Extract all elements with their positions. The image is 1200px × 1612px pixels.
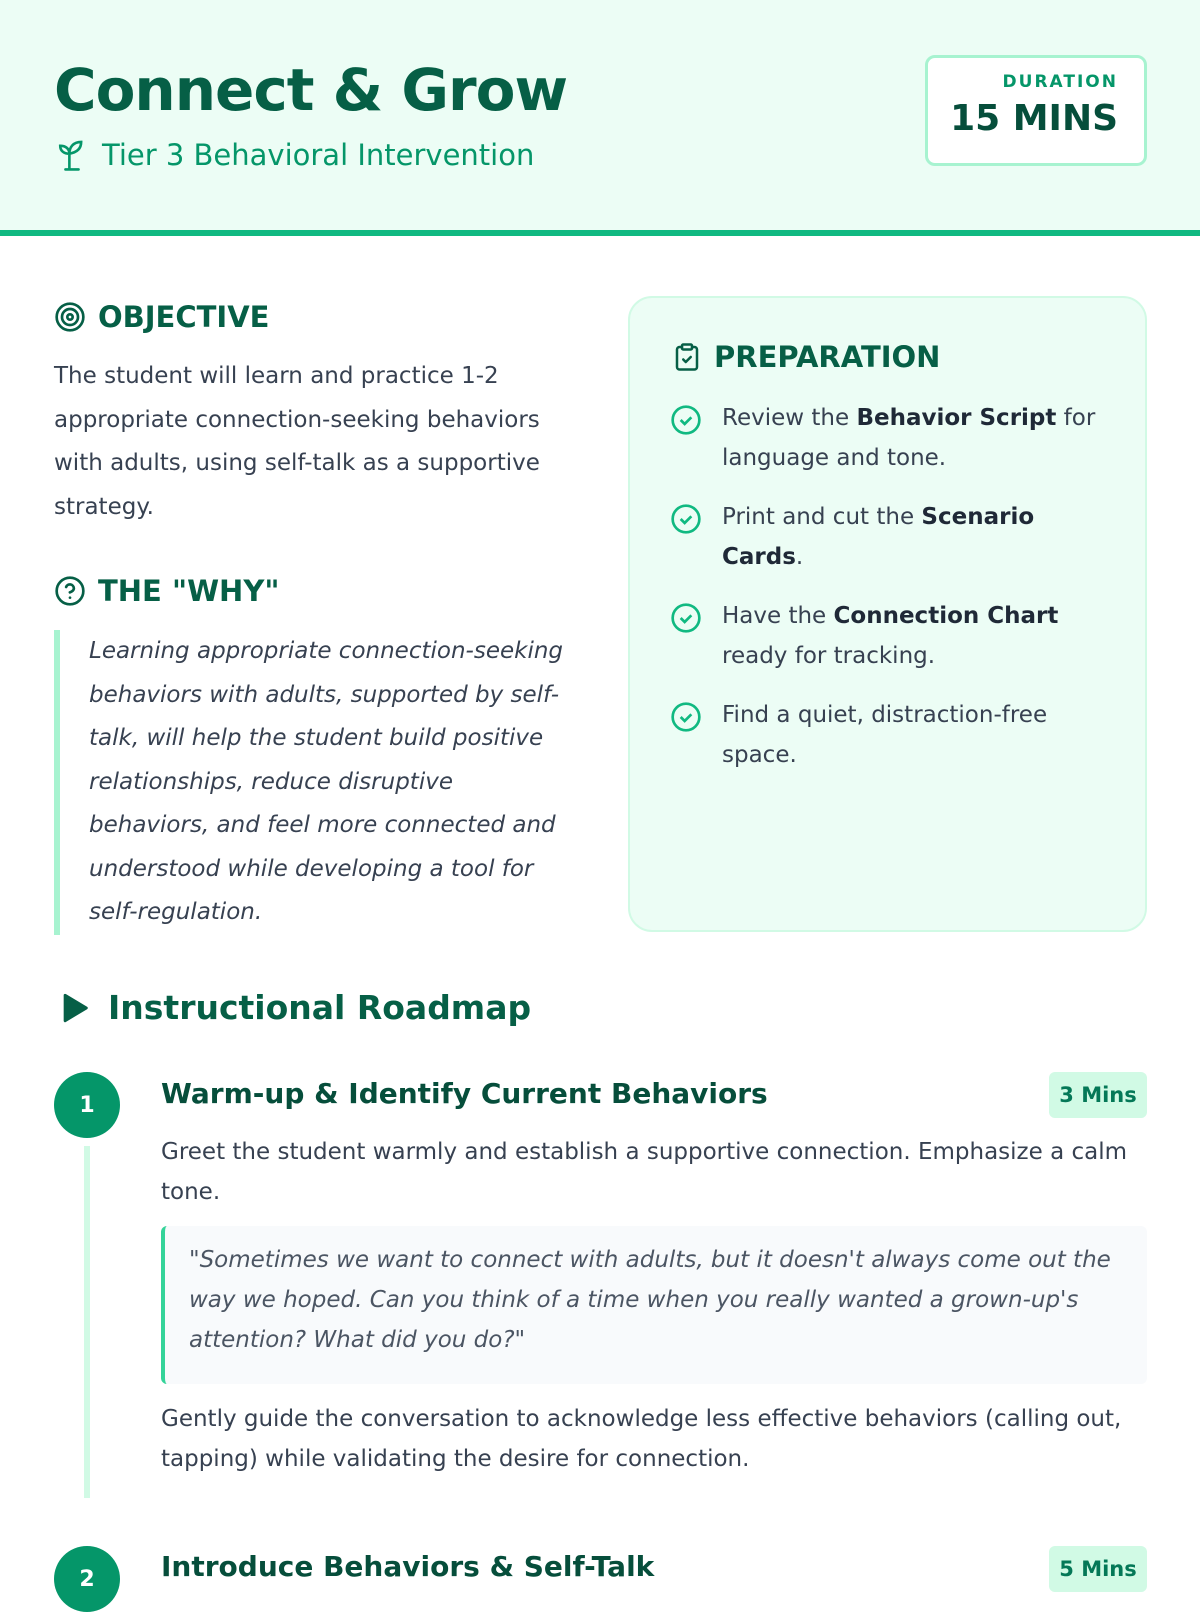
question-circle-icon	[55, 576, 85, 606]
step-number: 1	[54, 1072, 120, 1138]
page-title: Connect & Grow	[54, 56, 568, 124]
why-heading-text: THE "WHY"	[98, 574, 280, 608]
preparation-list: Review the Behavior Script for language …	[670, 398, 1110, 794]
item-bold: Behavior Script	[856, 405, 1057, 431]
list-item: Have the Connection Chart ready for trac…	[670, 596, 1110, 676]
check-circle-icon	[671, 405, 701, 435]
item-text: for language and tone.	[722, 405, 1096, 471]
step-duration-badge: 3 Mins	[1049, 1072, 1147, 1118]
list-item: Find a quiet, distraction-free space.	[670, 695, 1110, 775]
roadmap-heading-text: Instructional Roadmap	[108, 988, 532, 1027]
clipboard-check-icon	[675, 343, 699, 371]
duration-box: DURATION 15 MINS	[925, 55, 1147, 166]
item-bold: Connection Chart	[833, 603, 1059, 629]
duration-value: 15 MINS	[950, 98, 1118, 139]
subtitle-text: Tier 3 Behavioral Intervention	[102, 138, 535, 172]
check-circle-icon	[671, 603, 701, 633]
step-script-quote: "Sometimes we want to connect with adult…	[161, 1226, 1147, 1384]
step-title: Warm-up & Identify Current Behaviors	[161, 1077, 768, 1110]
preparation-card: PREPARATION Review the Behavior Script f…	[628, 296, 1147, 932]
play-icon	[63, 993, 88, 1022]
step-intro: Greet the student warmly and establish a…	[161, 1139, 1128, 1205]
item-text: ready for tracking.	[722, 643, 936, 669]
target-icon	[55, 302, 85, 332]
preparation-heading: PREPARATION	[672, 340, 940, 374]
timeline-line	[84, 1146, 90, 1498]
why-quote: Learning appropriate connection-seeking …	[54, 630, 565, 935]
item-text: Have the	[722, 603, 834, 629]
sprout-icon	[58, 140, 83, 171]
list-item: Review the Behavior Script for language …	[670, 398, 1110, 478]
preparation-heading-text: PREPARATION	[714, 340, 941, 374]
step-number: 2	[54, 1546, 120, 1612]
item-text: Print and cut the	[722, 504, 922, 530]
item-text: Review the	[722, 405, 857, 431]
item-bold: Scenario Cards	[722, 504, 1035, 570]
item-text: Find a quiet, distraction-free space.	[722, 702, 1048, 768]
step-title: Introduce Behaviors & Self-Talk	[161, 1550, 655, 1583]
item-text: .	[795, 544, 804, 570]
roadmap-heading: Instructional Roadmap	[58, 988, 531, 1027]
step-outro: Gently guide the conversation to acknowl…	[161, 1406, 1122, 1472]
objective-heading-text: OBJECTIVE	[98, 300, 270, 334]
step-duration-badge: 5 Mins	[1049, 1546, 1147, 1592]
why-heading: THE "WHY"	[54, 574, 279, 608]
subtitle: Tier 3 Behavioral Intervention	[56, 138, 534, 172]
list-item: Print and cut the Scenario Cards.	[670, 497, 1110, 577]
objective-text: The student will learn and practice 1-2 …	[54, 363, 540, 520]
duration-label: DURATION	[1002, 72, 1118, 92]
check-circle-icon	[671, 504, 701, 534]
objective-heading: OBJECTIVE	[54, 300, 269, 334]
header: Connect & Grow Tier 3 Behavioral Interve…	[0, 0, 1200, 236]
check-circle-icon	[671, 702, 701, 732]
